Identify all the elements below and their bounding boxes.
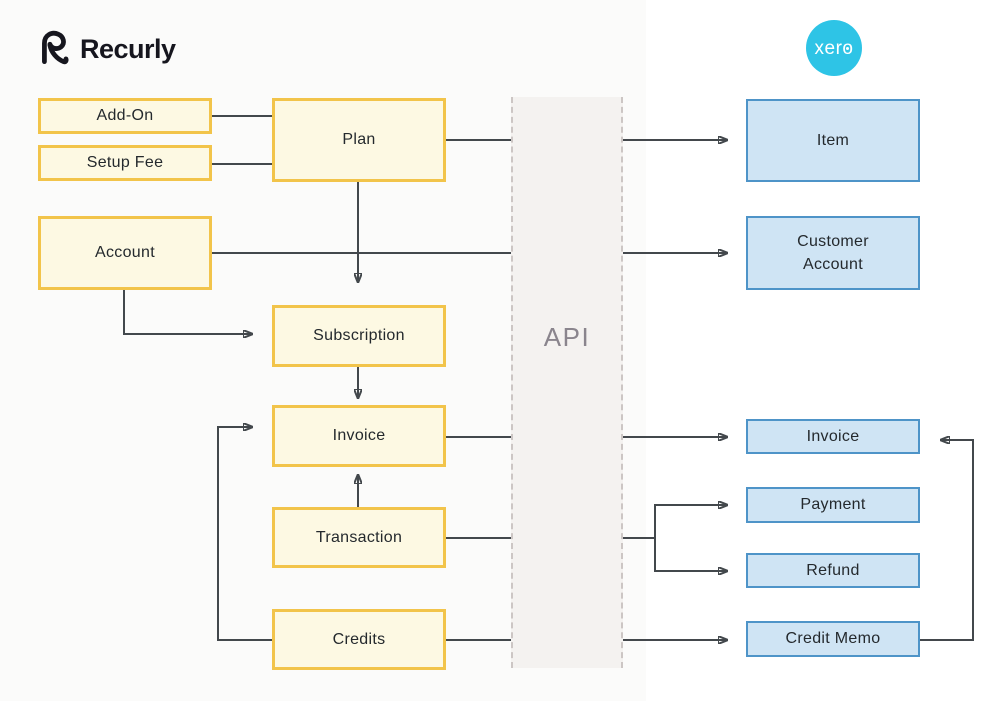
recurly-logo: Recurly (38, 28, 176, 71)
node-label: Transaction (315, 528, 403, 546)
node-label: Payment (800, 496, 866, 514)
node-xero-customer-account: Customer Account (746, 216, 920, 290)
recurly-logo-icon (38, 28, 71, 71)
node-label: Item (816, 131, 850, 149)
edge-creditmemo-invoice-loop (918, 440, 974, 641)
node-label: Customer Account (797, 232, 869, 273)
node-label: Account (95, 244, 155, 262)
node-recurly-subscription: Subscription (272, 305, 446, 367)
recurly-wordmark: Recurly (80, 34, 176, 64)
node-xero-item: Item (746, 99, 920, 182)
api-band: API (511, 97, 623, 668)
node-xero-refund: Refund (746, 553, 920, 588)
node-label: Setup Fee (86, 154, 164, 172)
node-recurly-plan: Plan (272, 98, 446, 182)
node-recurly-transaction: Transaction (272, 507, 446, 568)
node-label: Invoice (806, 427, 860, 445)
node-label: Refund (806, 561, 860, 579)
node-xero-payment: Payment (746, 487, 920, 523)
node-label: Invoice (332, 427, 386, 445)
node-xero-invoice: Invoice (746, 419, 920, 454)
edge-transaction-refund (654, 538, 727, 571)
node-recurly-credits: Credits (272, 609, 446, 670)
node-recurly-invoice: Invoice (272, 405, 446, 467)
node-recurly-add-on: Add-On (38, 98, 212, 134)
edge-transaction-payment (654, 505, 727, 538)
node-recurly-setup-fee: Setup Fee (38, 145, 212, 181)
xero-wordmark: xero (814, 37, 854, 59)
node-label: Plan (342, 131, 376, 149)
node-xero-credit-memo: Credit Memo (746, 621, 920, 657)
xero-logo: xero (806, 20, 862, 76)
node-label: Subscription (313, 327, 405, 345)
node-recurly-account: Account (38, 216, 212, 290)
node-label: Credit Memo (785, 630, 881, 648)
node-label: Credits (332, 630, 386, 648)
api-label: API (543, 322, 591, 352)
node-label: Add-On (96, 107, 154, 125)
